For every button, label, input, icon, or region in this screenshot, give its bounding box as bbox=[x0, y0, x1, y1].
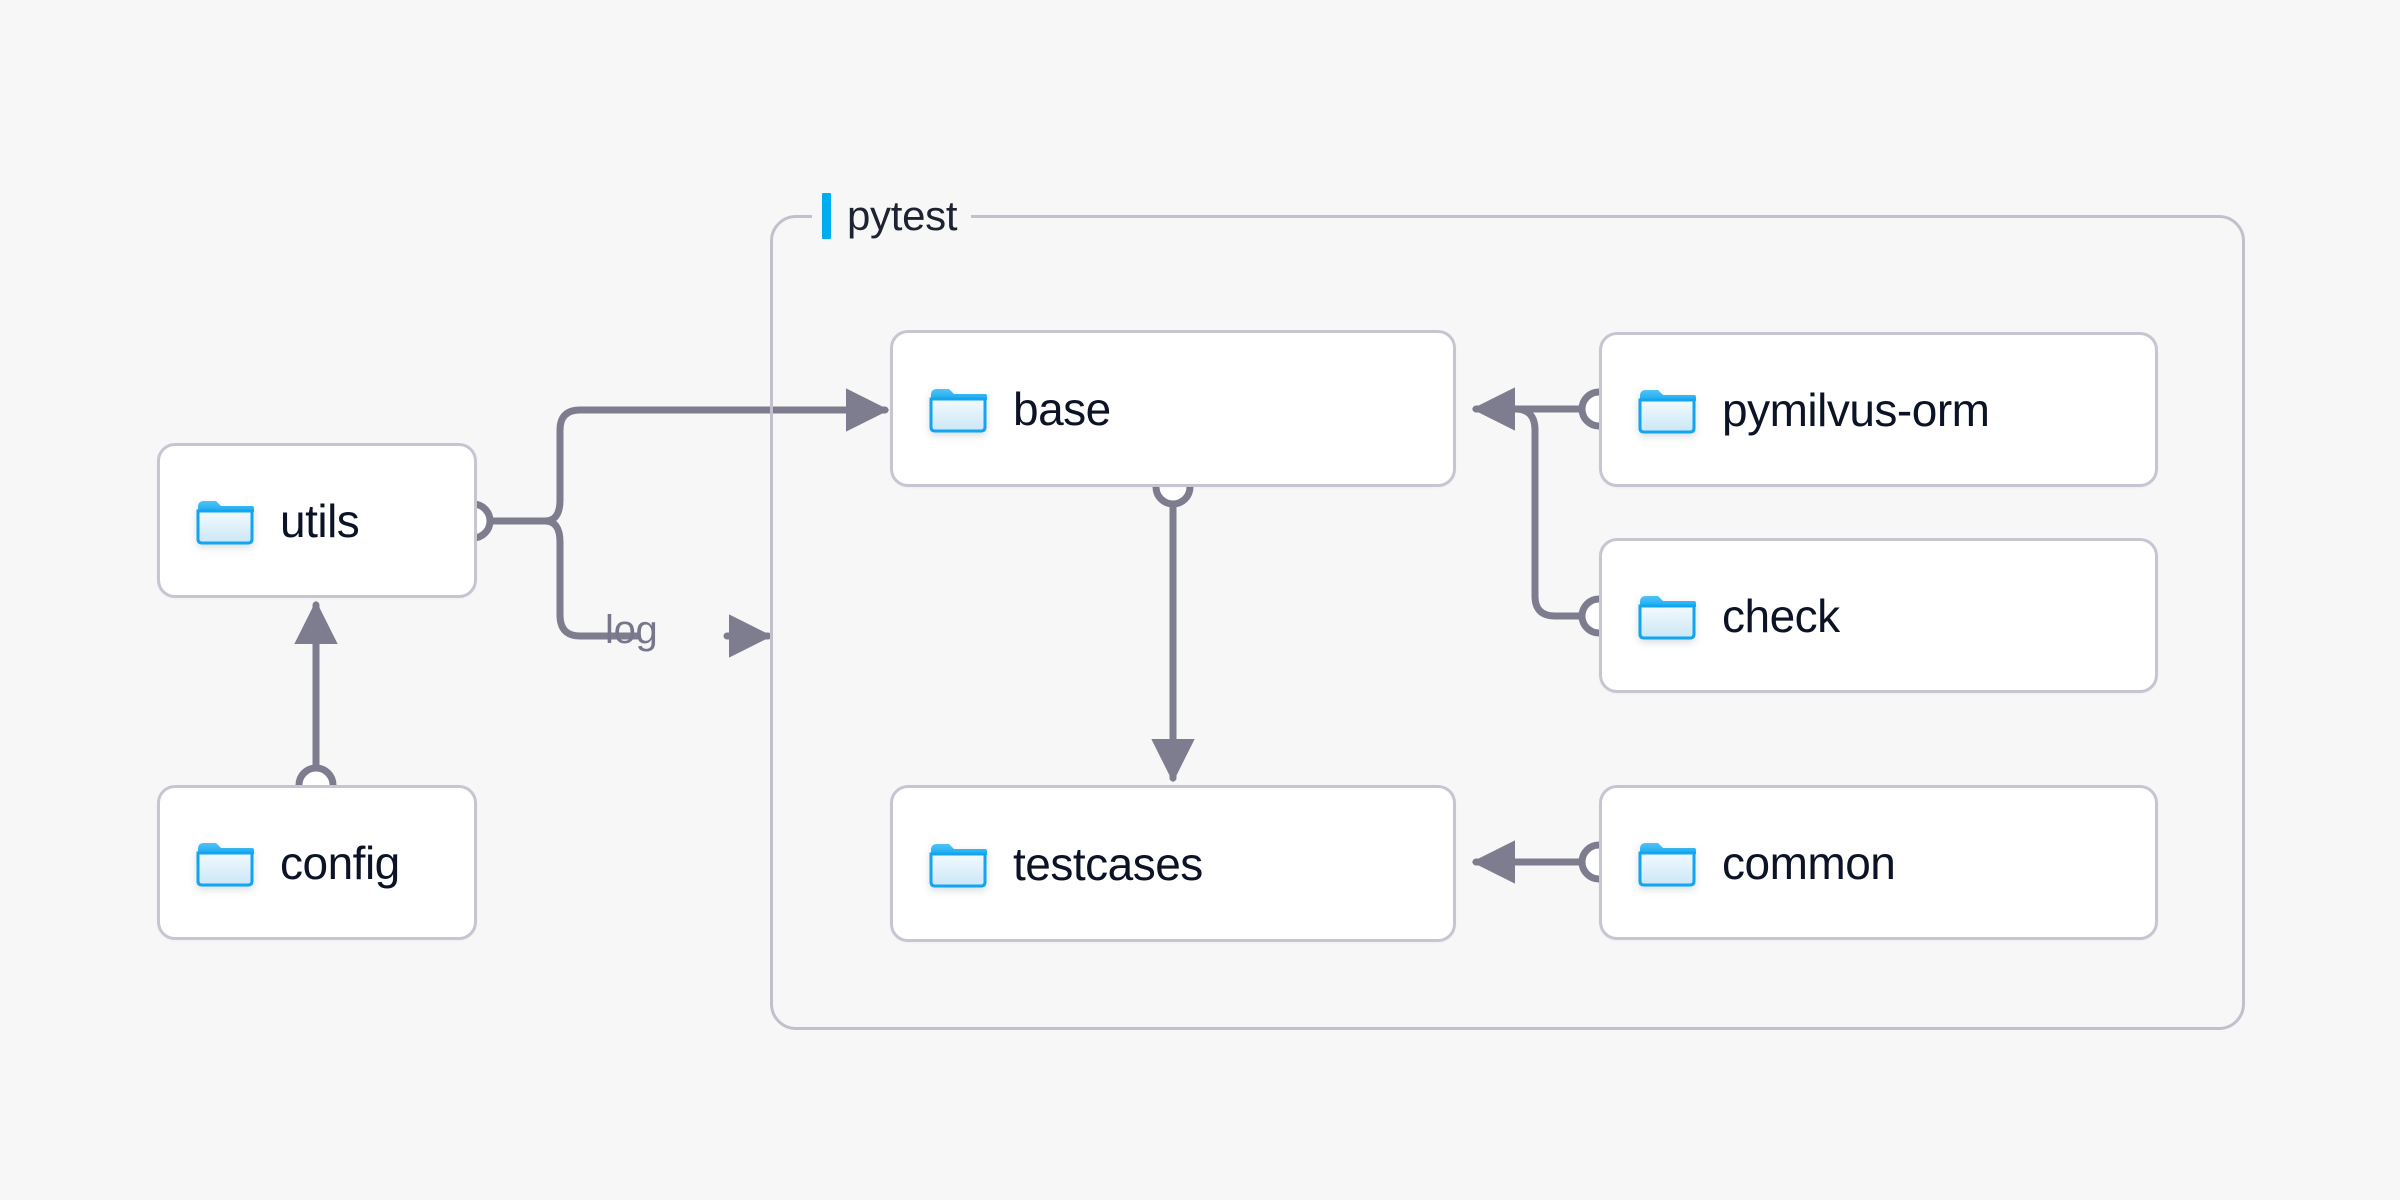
node-label: pymilvus-orm bbox=[1722, 383, 1990, 436]
node-utils[interactable]: utils bbox=[157, 443, 477, 598]
node-label: config bbox=[280, 836, 400, 889]
node-config[interactable]: config bbox=[157, 785, 477, 940]
group-pytest[interactable] bbox=[770, 215, 2245, 1030]
edge-label-log: log bbox=[605, 608, 658, 653]
node-label: common bbox=[1722, 836, 1896, 889]
folder-icon bbox=[929, 840, 987, 888]
folder-icon bbox=[929, 385, 987, 433]
group-title: pytest bbox=[847, 192, 958, 239]
node-label: check bbox=[1722, 589, 1840, 642]
folder-icon bbox=[1638, 839, 1696, 887]
node-pymilvus-orm[interactable]: pymilvus-orm bbox=[1599, 332, 2158, 487]
folder-icon bbox=[196, 839, 254, 887]
node-label: base bbox=[1013, 382, 1111, 435]
edge-label-log-text: log bbox=[605, 608, 658, 652]
node-common[interactable]: common bbox=[1599, 785, 2158, 940]
folder-icon bbox=[196, 497, 254, 545]
node-label: testcases bbox=[1013, 837, 1203, 890]
node-base[interactable]: base bbox=[890, 330, 1456, 487]
node-testcases[interactable]: testcases bbox=[890, 785, 1456, 942]
node-label: utils bbox=[280, 494, 360, 547]
node-check[interactable]: check bbox=[1599, 538, 2158, 693]
accent-bar-icon bbox=[822, 193, 831, 239]
group-pytest-label: pytest bbox=[812, 187, 972, 245]
folder-icon bbox=[1638, 592, 1696, 640]
folder-icon bbox=[1638, 386, 1696, 434]
